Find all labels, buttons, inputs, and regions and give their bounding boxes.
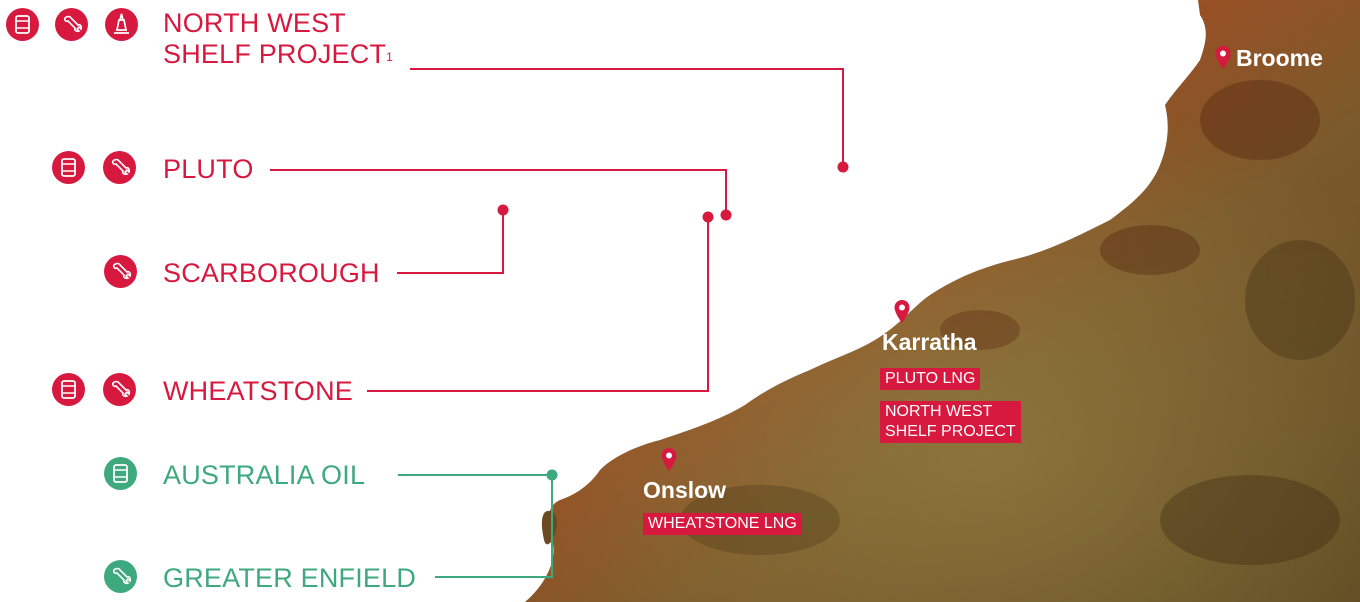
project-label-scarborough: SCARBOROUGH	[163, 258, 380, 288]
pluto-leader	[270, 169, 727, 215]
scarborough-location-dot	[497, 204, 509, 216]
facility-tag-nws-line2: SHELF PROJECT	[885, 423, 1016, 440]
nws-location-dot	[837, 161, 849, 173]
pluto-location-dot	[720, 209, 732, 221]
footnote-marker: 1	[386, 50, 394, 64]
project-label-australia-oil: AUSTRALIA OIL	[163, 460, 366, 490]
wrench-icon	[103, 373, 136, 406]
location-pin-icon	[661, 448, 677, 471]
scarborough-leader	[397, 210, 504, 274]
barrel-icon	[52, 373, 85, 406]
project-label-pluto: PLUTO	[163, 154, 254, 184]
oil-platform-icon	[105, 8, 138, 41]
facility-tag-wheatstone-lng: WHEATSTONE LNG	[643, 513, 802, 535]
nws-label-line2-text: SHELF PROJECT	[163, 39, 387, 69]
facility-tag-nws-line1: NORTH WEST	[885, 403, 993, 420]
facility-tag-pluto-lng: PLUTO LNG	[880, 368, 981, 390]
town-label-onslow: Onslow	[643, 477, 727, 503]
nws-leader	[410, 68, 844, 167]
nws-label-line2: SHELF PROJECT1	[163, 39, 393, 70]
location-pin-icon	[894, 300, 910, 323]
wrench-icon	[104, 255, 137, 288]
wrench-icon	[103, 151, 136, 184]
facility-tag-north-west-shelf: NORTH WEST SHELF PROJECT	[880, 401, 1021, 443]
wheatstone-location-dot	[702, 211, 714, 223]
enfield-location-dot	[546, 469, 558, 481]
town-label-broome: Broome	[1236, 45, 1323, 71]
wrench-icon	[55, 8, 88, 41]
project-label-greater-enfield: GREATER ENFIELD	[163, 563, 417, 593]
location-pin-icon	[1215, 46, 1231, 69]
nws-label-line1: NORTH WEST	[163, 8, 346, 38]
greater-enfield-leader	[435, 477, 553, 578]
barrel-icon	[6, 8, 39, 41]
project-label-north-west-shelf: NORTH WEST SHELF PROJECT1	[163, 8, 393, 70]
australia-oil-leader	[398, 474, 553, 477]
wrench-icon	[104, 560, 137, 593]
wheatstone-leader	[367, 217, 709, 392]
barrel-icon	[104, 457, 137, 490]
project-label-wheatstone: WHEATSTONE	[163, 376, 354, 406]
barrel-icon	[52, 151, 85, 184]
town-label-karratha: Karratha	[882, 329, 977, 355]
